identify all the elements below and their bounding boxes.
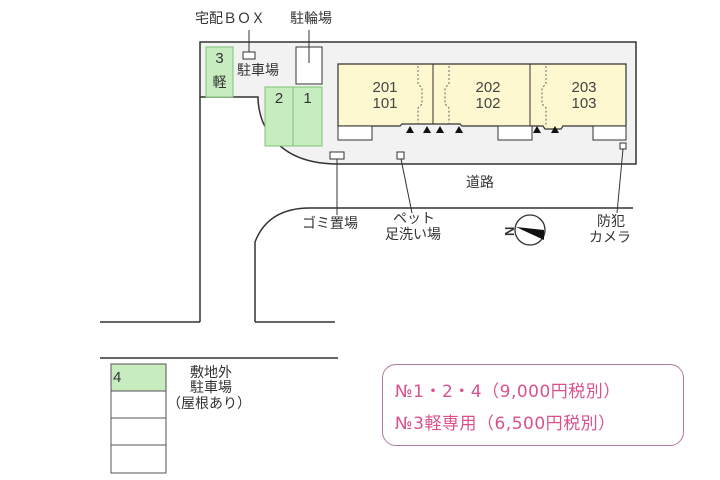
- security-camera: [619, 142, 627, 150]
- bicycle-parking-label: 駐輪場: [290, 11, 332, 27]
- entrance-markers: [406, 126, 559, 133]
- parking-spot-1: [292, 86, 323, 147]
- pet-wash-label-1: ペット: [393, 211, 435, 227]
- offsite-parking-spot: [110, 417, 167, 446]
- parking-spot-1-number: 1: [303, 90, 312, 107]
- offsite-label-3: （屋根あり）: [167, 396, 251, 412]
- camera-label-2: カメラ: [589, 230, 631, 246]
- parking-spot-4-number: 4: [113, 369, 122, 386]
- unit-lower: 101: [372, 95, 398, 112]
- parking-spot-4: [110, 363, 167, 392]
- unit-lower: 103: [571, 95, 597, 112]
- pet-wash-label-2: 足洗い場: [385, 227, 441, 243]
- offsite-label-2: 駐車場: [190, 380, 232, 396]
- unit-upper: 203: [571, 79, 597, 96]
- unit-lower: 102: [475, 95, 501, 112]
- unit-202-102: 202 102: [458, 80, 518, 112]
- delivery-box-label: 宅配ＢＯＸ: [195, 11, 265, 27]
- delivery-box: [242, 51, 256, 60]
- parking-spot-3: [205, 46, 234, 98]
- pricing-line-1: №1・2・4（9,000円税別）: [395, 382, 621, 402]
- garbage-area: [329, 151, 345, 160]
- svg-text:N: N: [502, 227, 517, 236]
- parking-label: 駐車場: [237, 63, 279, 79]
- road-edge: [254, 207, 633, 322]
- parking-spot-2-number: 2: [274, 90, 284, 107]
- camera-label-1: 防犯: [597, 214, 625, 230]
- offsite-parking-spot: [110, 390, 167, 419]
- unit-203-103: 203 103: [554, 80, 614, 112]
- parking-spot-2: [264, 86, 294, 147]
- garbage-label: ゴミ置場: [302, 216, 358, 232]
- parking-spot-3-note: 軽: [212, 75, 227, 91]
- north-arrow-icon: N: [502, 214, 546, 246]
- pricing-line-2: №3軽専用（6,500円税別）: [395, 414, 616, 434]
- unit-201-101: 201 101: [355, 80, 415, 112]
- pricing-box: №1・2・4（9,000円税別） №3軽専用（6,500円税別）: [382, 364, 684, 446]
- parking-spot-3-number: 3: [215, 50, 224, 67]
- unit-upper: 202: [475, 79, 501, 96]
- pet-wash-area: [396, 151, 405, 160]
- offsite-parking-spot: [110, 444, 167, 474]
- unit-upper: 201: [372, 79, 398, 96]
- offsite-label-1: 敷地外: [190, 365, 232, 381]
- road-label: 道路: [466, 175, 494, 191]
